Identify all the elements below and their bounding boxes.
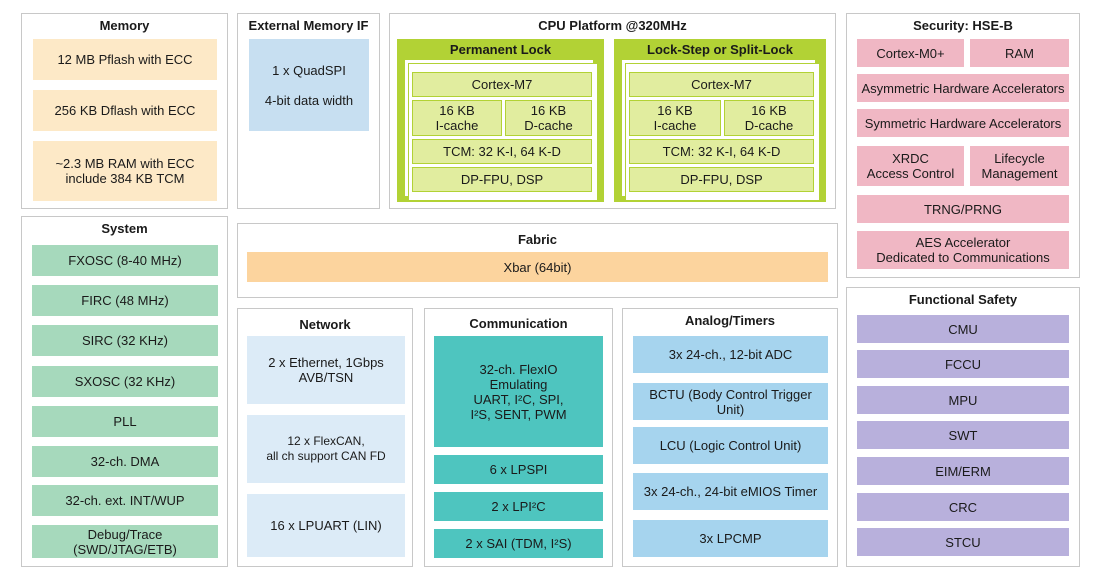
bctu-block: BCTU (Body Control Trigger Unit) — [633, 383, 828, 420]
flexcan-block: 12 x FlexCAN, all ch support CAN FD — [247, 415, 405, 483]
crc-block: CRC — [857, 493, 1069, 521]
cpu-cluster-lockstep: Lock-Step or Split-Lock Cortex-M7 16 KB … — [614, 39, 826, 202]
eim-erm-block: EIM/ERM — [857, 457, 1069, 485]
sai-block: 2 x SAI (TDM, I²S) — [434, 529, 603, 558]
symmetric-accel-block: Symmetric Hardware Accelerators — [857, 109, 1069, 137]
analog-timers-title: Analog/Timers — [684, 313, 776, 328]
memory-panel: Memory 12 MB Pflash with ECC 256 KB Dfla… — [21, 13, 228, 209]
cluster-title: Lock-Step or Split-Lock — [647, 42, 793, 57]
functional-safety-title: Functional Safety — [908, 292, 1018, 307]
lifecycle-block: Lifecycle Management — [970, 146, 1069, 186]
mpu-block: MPU — [857, 386, 1069, 414]
cpu-platform-title: CPU Platform @320MHz — [538, 18, 687, 33]
memory-pflash: 12 MB Pflash with ECC — [33, 39, 217, 80]
fpu-block: DP-FPU, DSP — [629, 167, 814, 192]
emios-block: 3x 24-ch., 24-bit eMIOS Timer — [633, 473, 828, 510]
icache-block: 16 KB I-cache — [629, 100, 721, 136]
ext-int-block: 32-ch. ext. INT/WUP — [32, 485, 218, 516]
adc-block: 3x 24-ch., 12-bit ADC — [633, 336, 828, 373]
xrdc-block: XRDC Access Control — [857, 146, 964, 186]
system-panel: System FXOSC (8-40 MHz) FIRC (48 MHz) SI… — [21, 216, 228, 567]
dcache-block: 16 KB D-cache — [724, 100, 814, 136]
hse-ram-block: RAM — [970, 39, 1069, 67]
cortex-m0-block: Cortex-M0+ — [857, 39, 964, 67]
memory-ram: ~2.3 MB RAM with ECC include 384 KB TCM — [33, 141, 217, 201]
stcu-block: STCU — [857, 528, 1069, 556]
ethernet-block: 2 x Ethernet, 1Gbps AVB/TSN — [247, 336, 405, 404]
dma-block: 32-ch. DMA — [32, 446, 218, 477]
external-memory-panel: External Memory IF 1 x QuadSPI 4-bit dat… — [237, 13, 380, 209]
dcache-block: 16 KB D-cache — [505, 100, 592, 136]
external-memory-title: External Memory IF — [248, 18, 369, 33]
tcm-block: TCM: 32 K-I, 64 K-D — [412, 139, 592, 164]
fccu-block: FCCU — [857, 350, 1069, 378]
fxosc-block: FXOSC (8-40 MHz) — [32, 245, 218, 276]
fabric-title: Fabric — [517, 232, 557, 247]
security-title: Security: HSE-B — [913, 18, 1013, 33]
firc-block: FIRC (48 MHz) — [32, 285, 218, 316]
cluster-title: Permanent Lock — [449, 42, 552, 57]
lpcmp-block: 3x LPCMP — [633, 520, 828, 557]
memory-title: Memory — [99, 18, 150, 33]
lpuart-block: 16 x LPUART (LIN) — [247, 494, 405, 557]
cortex-m7-core: Cortex-M7 — [412, 72, 592, 97]
memory-dflash: 256 KB Dflash with ECC — [33, 90, 217, 131]
xbar-block: Xbar (64bit) — [247, 252, 828, 282]
network-panel: Network 2 x Ethernet, 1Gbps AVB/TSN 12 x… — [237, 308, 413, 567]
security-panel: Security: HSE-B Cortex-M0+ RAM Asymmetri… — [846, 13, 1080, 278]
trng-block: TRNG/PRNG — [857, 195, 1069, 223]
lpi2c-block: 2 x LPI²C — [434, 492, 603, 521]
cpu-cluster-permanent-lock: Permanent Lock Cortex-M7 16 KB I-cache 1… — [397, 39, 604, 202]
fabric-panel: Fabric Xbar (64bit) — [237, 223, 838, 298]
sirc-block: SIRC (32 KHz) — [32, 325, 218, 356]
network-title: Network — [299, 317, 351, 332]
sxosc-block: SXOSC (32 KHz) — [32, 366, 218, 397]
analog-timers-panel: Analog/Timers 3x 24-ch., 12-bit ADC BCTU… — [622, 308, 838, 567]
communication-panel: Communication 32-ch. FlexIO Emulating UA… — [424, 308, 613, 567]
functional-safety-panel: Functional Safety CMU FCCU MPU SWT EIM/E… — [846, 287, 1080, 567]
fpu-block: DP-FPU, DSP — [412, 167, 592, 192]
swt-block: SWT — [857, 421, 1069, 449]
debug-trace-block: Debug/Trace (SWD/JTAG/ETB) — [32, 525, 218, 558]
communication-title: Communication — [469, 316, 568, 331]
pll-block: PLL — [32, 406, 218, 437]
lpspi-block: 6 x LPSPI — [434, 455, 603, 484]
cortex-m7-core: Cortex-M7 — [629, 72, 814, 97]
flexio-block: 32-ch. FlexIO Emulating UART, I²C, SPI, … — [434, 336, 603, 447]
lcu-block: LCU (Logic Control Unit) — [633, 427, 828, 464]
quadspi-block: 1 x QuadSPI 4-bit data width — [249, 39, 369, 131]
asymmetric-accel-block: Asymmetric Hardware Accelerators — [857, 74, 1069, 102]
icache-block: 16 KB I-cache — [412, 100, 502, 136]
cpu-platform-panel: CPU Platform @320MHz Permanent Lock Cort… — [389, 13, 836, 209]
cmu-block: CMU — [857, 315, 1069, 343]
aes-block: AES Accelerator Dedicated to Communicati… — [857, 231, 1069, 269]
tcm-block: TCM: 32 K-I, 64 K-D — [629, 139, 814, 164]
system-title: System — [101, 221, 148, 236]
